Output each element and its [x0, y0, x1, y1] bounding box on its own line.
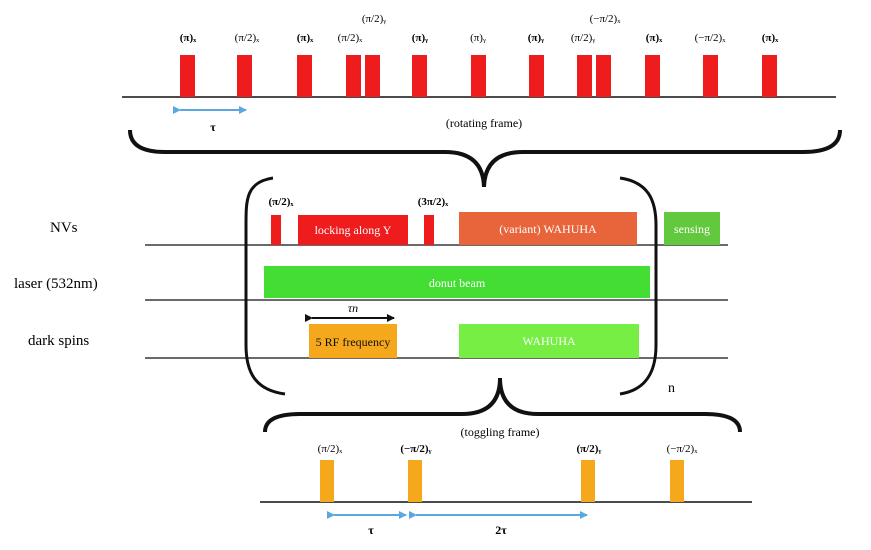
top-pulse-label: (π)ᵧ	[412, 32, 428, 44]
wahuha-box	[459, 324, 639, 358]
top-pulse	[412, 55, 427, 97]
top-pulse	[645, 55, 660, 97]
bottom-pulse	[581, 460, 595, 502]
bottom-pulse-sequence: (toggling frame) (π/2)ₓ (−π/2)ᵧ (π/2)ᵧ (…	[260, 377, 752, 537]
top-pulse-label: (π/2)ᵧ	[571, 32, 595, 44]
left-repeat-bracket	[244, 176, 286, 396]
top-pulse-label: (π)ₓ	[762, 32, 779, 44]
top-brace	[128, 129, 842, 188]
rotating-frame-label: (rotating frame)	[446, 116, 522, 130]
row-label-nvs: NVs	[50, 220, 78, 236]
top-pulse	[237, 55, 252, 97]
bottom-pulse	[320, 460, 334, 502]
top-pulse	[703, 55, 718, 97]
two-tau-label: 2τ	[495, 523, 507, 537]
top-pulse-sequence: (π)ₓ (π/2)ₓ (π)ₓ (π/2)ₓ (π/2)ᵧ (π)ᵧ (π)ᵧ…	[122, 13, 842, 188]
bottom-pulse-label: (π/2)ᵧ	[576, 443, 601, 455]
nv-pulse-pi-half-label: (π/2)ₓ	[268, 196, 294, 208]
bottom-brace	[263, 377, 742, 433]
row-label-laser: laser (532nm)	[14, 276, 98, 292]
toggling-frame-label: (toggling frame)	[461, 425, 540, 439]
donut-beam-box	[264, 266, 650, 298]
bottom-pulse	[670, 460, 684, 502]
sensing-box	[664, 212, 720, 245]
top-pulse	[346, 55, 361, 97]
tau-n-label: τn	[348, 301, 358, 315]
top-pulses	[180, 55, 777, 97]
top-pulse-label: (π/2)ₓ	[235, 32, 260, 44]
middle-pulse-sequence: NVs laser (532nm) dark spins (π/2)ₓ lock…	[14, 176, 728, 396]
nv-pulse-pi-half	[271, 215, 281, 245]
top-pulse-label: (π)ᵧ	[470, 32, 486, 44]
top-pulse-label: (π)ₓ	[297, 32, 314, 44]
bottom-pulse-labels: (π/2)ₓ (−π/2)ᵧ (π/2)ᵧ (−π/2)ₓ	[318, 443, 699, 455]
variant-wahuha-label: (variant) WAHUHA	[499, 222, 597, 236]
top-pulse-label: (π)ₓ	[646, 32, 663, 44]
top-pulse-label: (−π/2)ₓ	[695, 32, 727, 44]
top-pulse	[596, 55, 611, 97]
variant-wahuha-box	[459, 212, 637, 245]
locking-label: locking along Y	[315, 223, 392, 237]
top-pulse-label: (π/2)ᵧ	[362, 13, 386, 25]
top-pulse-labels: (π)ₓ (π/2)ₓ (π)ₓ (π/2)ₓ (π/2)ᵧ (π)ᵧ (π)ᵧ…	[180, 13, 779, 44]
repeat-count-label: n	[668, 381, 675, 396]
top-pulse	[471, 55, 486, 97]
bottom-pulse-label: (−π/2)ᵧ	[400, 443, 431, 455]
top-pulse-label: (π)ₓ	[180, 32, 197, 44]
locking-box	[298, 215, 408, 245]
nv-pulse-3pi-half	[424, 215, 434, 245]
top-pulse-label: (π/2)ₓ	[338, 32, 363, 44]
top-pulse	[577, 55, 592, 97]
top-pulse	[297, 55, 312, 97]
donut-beam-label: donut beam	[429, 276, 486, 290]
top-pulse-label: (π)ᵧ	[528, 32, 544, 44]
bottom-tau-label: τ	[368, 523, 374, 537]
tau-label: τ	[210, 120, 216, 134]
rf-frequency-box	[309, 324, 397, 358]
row-label-dark-spins: dark spins	[28, 333, 89, 349]
nv-pulse-3pi-half-label: (3π/2)ₓ	[418, 196, 449, 208]
right-repeat-bracket	[619, 176, 658, 396]
bottom-pulse	[408, 460, 422, 502]
wahuha-label: WAHUHA	[522, 334, 576, 348]
rf-frequency-label: 5 RF frequency	[316, 335, 391, 349]
bottom-pulse-label: (−π/2)ₓ	[667, 443, 699, 455]
top-pulse-label: (−π/2)ₓ	[590, 13, 622, 25]
sensing-label: sensing	[674, 222, 710, 236]
top-pulse	[762, 55, 777, 97]
top-pulse	[180, 55, 195, 97]
bottom-pulse-label: (π/2)ₓ	[318, 443, 343, 455]
bottom-pulses	[320, 460, 684, 502]
top-pulse	[365, 55, 380, 97]
top-pulse	[529, 55, 544, 97]
